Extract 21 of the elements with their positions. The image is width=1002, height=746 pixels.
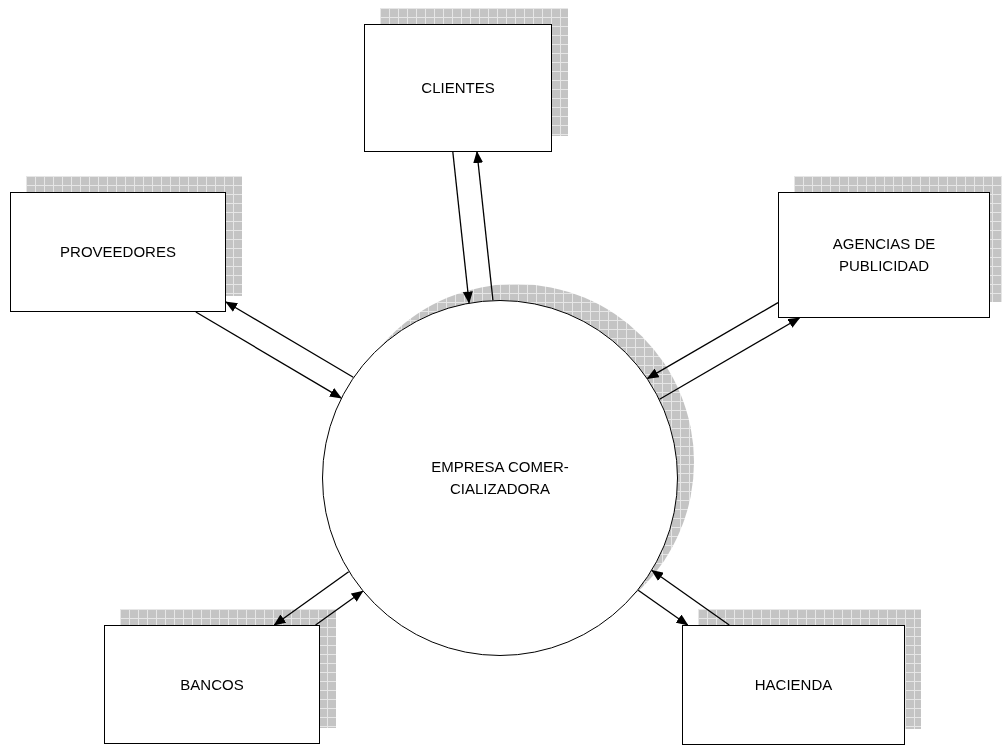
arrow	[273, 571, 350, 626]
node-label: CLIENTES	[421, 78, 495, 98]
arrow	[225, 301, 354, 378]
node-label: BANCOS	[180, 674, 244, 695]
arrow	[637, 589, 689, 626]
arrow	[651, 569, 730, 626]
node-label: PROVEEDORES	[60, 242, 176, 262]
arrow	[658, 317, 801, 400]
entity-box	[10, 192, 226, 312]
arrow	[195, 311, 342, 399]
node-label: HACIENDA	[754, 675, 833, 695]
node-label: EMPRESA COMER-CIALIZADORA	[430, 457, 570, 499]
entity-box	[778, 192, 990, 318]
arrow	[646, 302, 779, 380]
entity-box	[364, 24, 552, 152]
entity-box	[104, 625, 320, 744]
arrow	[314, 590, 364, 626]
entity-box	[682, 625, 905, 745]
node-label: AGENCIAS DE PUBLICIDAD	[831, 234, 937, 276]
arrow	[473, 151, 494, 301]
arrow	[452, 151, 473, 304]
